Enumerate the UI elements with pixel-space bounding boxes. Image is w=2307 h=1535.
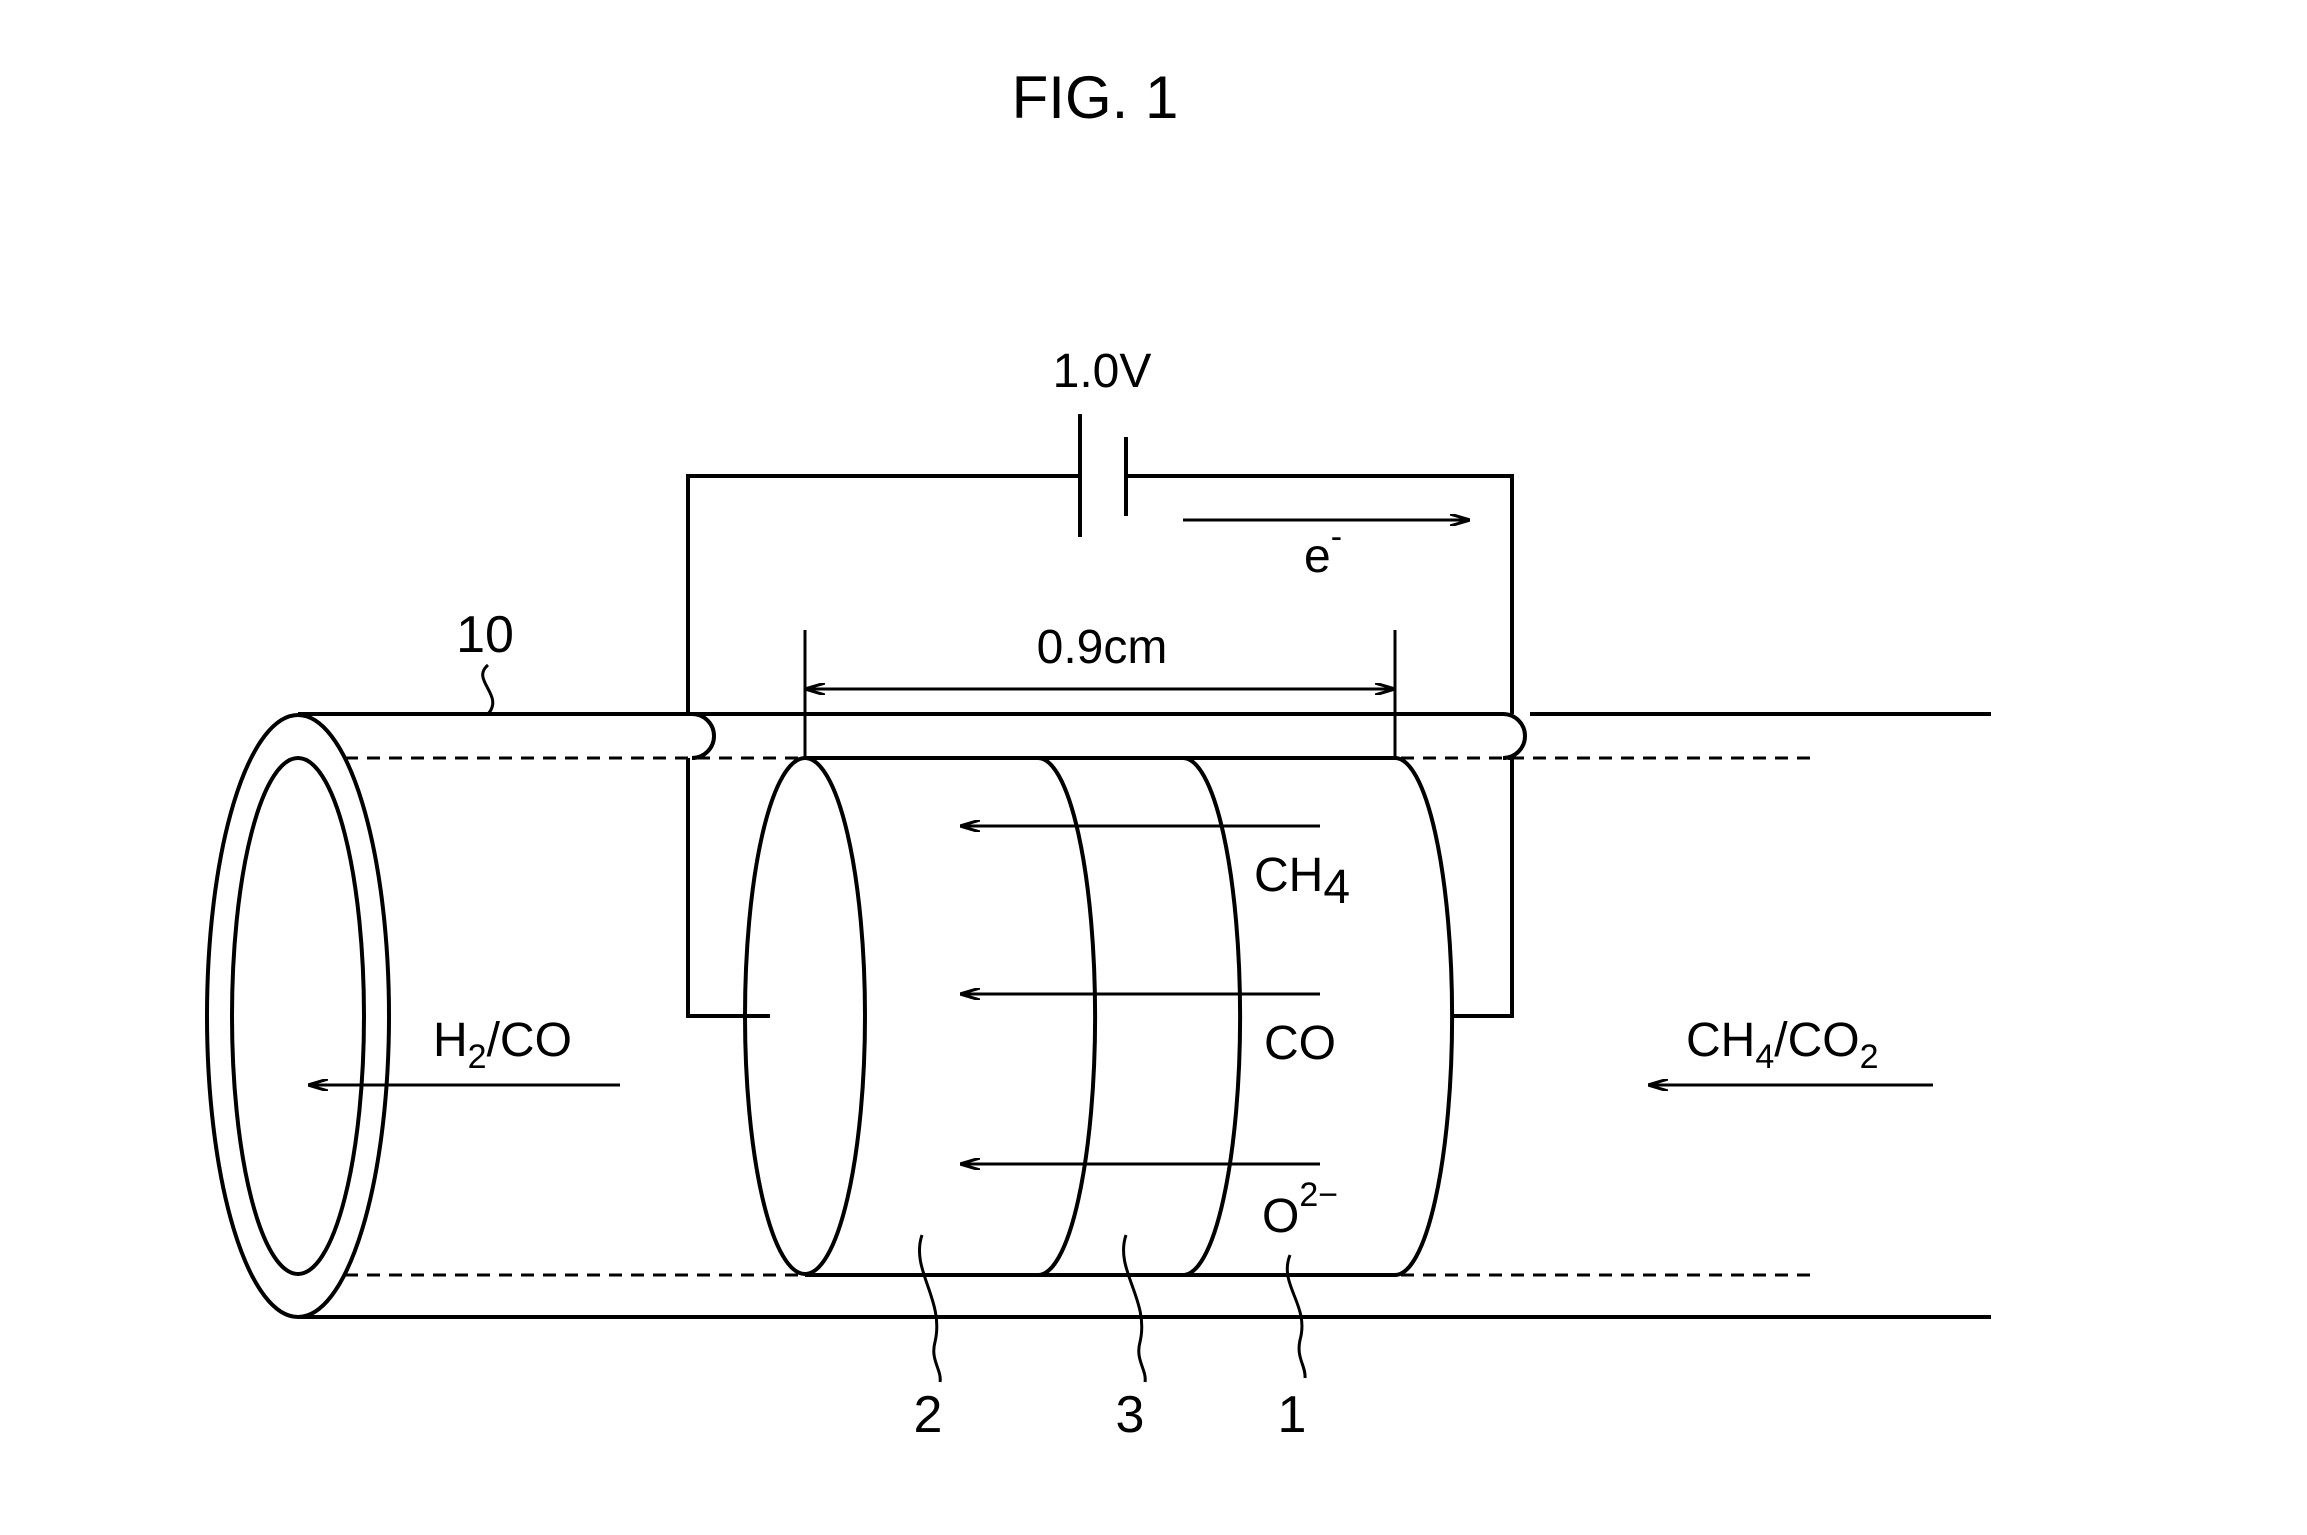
- oxide-charge: 2−: [1299, 1176, 1338, 1214]
- reference-numeral-10: 10: [456, 606, 514, 664]
- ch4-subscript: 4: [1323, 861, 1350, 914]
- reference-numeral-2: 2: [914, 1386, 943, 1444]
- leader-tube: [483, 665, 493, 714]
- leader-electrode-2: [919, 1235, 940, 1382]
- outlet-rest: /CO: [487, 1014, 572, 1067]
- inlet-label: CH4/CO2: [1686, 1014, 1879, 1076]
- leader-electrolyte-3: [1124, 1235, 1146, 1382]
- electrode-boundary-left: [1038, 758, 1095, 1275]
- oxide-ion-label: O2−: [1262, 1176, 1338, 1243]
- length-label: 0.9cm: [1037, 621, 1168, 674]
- reference-numeral-3: 3: [1116, 1386, 1145, 1444]
- reference-numeral-1: 1: [1278, 1386, 1307, 1444]
- tube-inner-end: [232, 758, 364, 1274]
- cell-cylinder: [745, 758, 1452, 1275]
- voltage-label: 1.0V: [1053, 345, 1152, 398]
- electron-symbol: e: [1304, 530, 1331, 583]
- inlet-mid: /CO: [1774, 1014, 1859, 1067]
- ch4-label: CH4: [1254, 849, 1350, 914]
- electron-label: e-: [1304, 518, 1342, 583]
- tube-outer-end: [207, 715, 389, 1317]
- cell-body-outline: [805, 758, 1452, 1275]
- outlet-h: H: [433, 1014, 468, 1067]
- electrode-boundary-right: [1183, 758, 1240, 1275]
- outlet-label: H2/CO: [433, 1014, 572, 1076]
- oxide-base: O: [1262, 1190, 1299, 1243]
- tube-top-line: [298, 714, 1991, 758]
- inlet-sub2: 2: [1860, 1038, 1879, 1076]
- inlet-sub1: 4: [1755, 1038, 1774, 1076]
- inlet-ch: CH: [1686, 1014, 1755, 1067]
- outlet-sub: 2: [468, 1038, 487, 1076]
- ch4-base: CH: [1254, 849, 1323, 902]
- electron-charge: -: [1331, 518, 1342, 556]
- figure-title: FIG. 1: [1012, 64, 1179, 131]
- co-label: CO: [1264, 1017, 1336, 1070]
